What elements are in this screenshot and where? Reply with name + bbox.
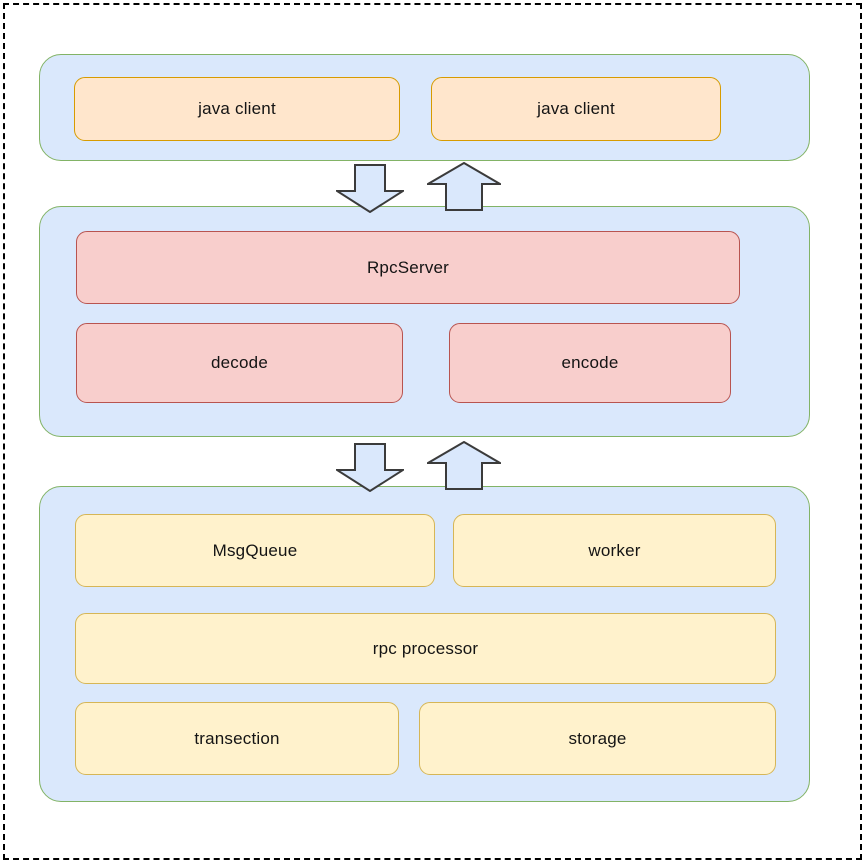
transection-node: transection	[75, 702, 399, 775]
encode-node: encode	[449, 323, 731, 403]
storage-node: storage	[419, 702, 776, 775]
rpc-server-layer: RpcServer decode encode	[39, 206, 810, 437]
rpc-processor-node: rpc processor	[75, 613, 776, 684]
decode-node: decode	[76, 323, 403, 403]
client-layer: java client java client	[39, 54, 810, 161]
msgqueue-node: MsgQueue	[75, 514, 435, 587]
processing-layer: MsgQueue worker rpc processor transectio…	[39, 486, 810, 802]
java-client-node: java client	[431, 77, 721, 141]
java-client-node: java client	[74, 77, 400, 141]
up-arrow-icon	[424, 440, 504, 495]
down-arrow-icon	[333, 164, 407, 218]
rpcserver-node: RpcServer	[76, 231, 740, 304]
up-arrow-icon	[424, 161, 504, 216]
down-arrow-icon	[333, 443, 407, 497]
worker-node: worker	[453, 514, 776, 587]
